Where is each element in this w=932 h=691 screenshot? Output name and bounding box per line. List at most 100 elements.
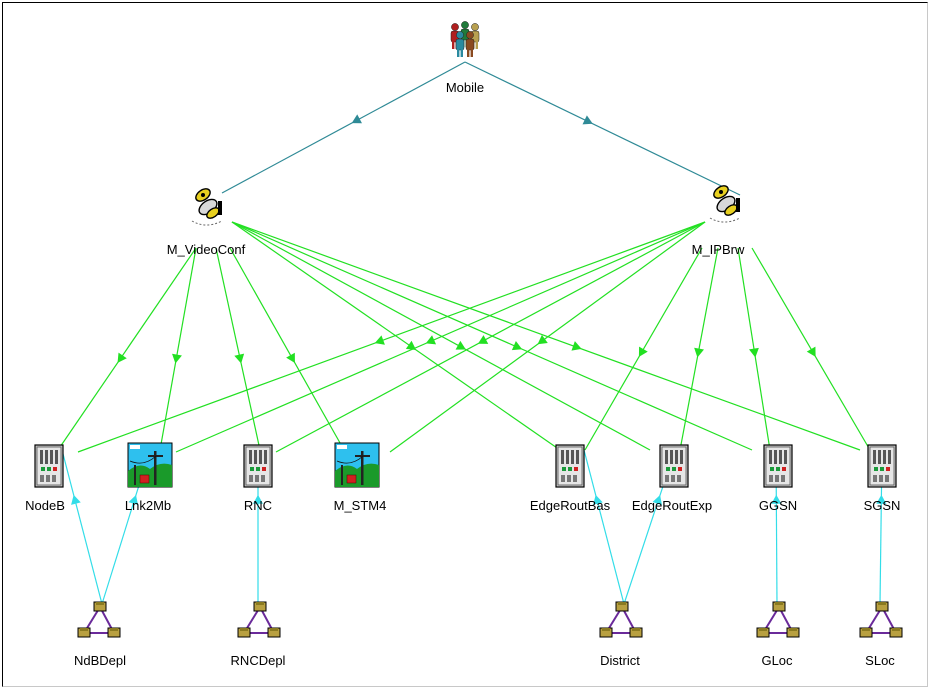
node-dist[interactable]: District bbox=[599, 601, 643, 668]
node-vc[interactable]: M_VideoConf bbox=[167, 186, 246, 257]
edge-line bbox=[751, 247, 871, 451]
edge-dist-erb bbox=[583, 449, 625, 605]
network-triangle-icon bbox=[237, 601, 281, 638]
network-triangle-icon bbox=[756, 601, 800, 638]
edge-line bbox=[275, 221, 706, 453]
edge-line bbox=[231, 221, 561, 451]
edge-line bbox=[231, 221, 861, 451]
edge-arrowhead bbox=[117, 352, 127, 363]
edge-ip-lnk bbox=[175, 221, 706, 453]
edge-arrowhead bbox=[477, 335, 489, 344]
node-stm[interactable]: M_STM4 bbox=[334, 442, 387, 513]
edge-arrowhead bbox=[405, 340, 417, 350]
edge-arrowhead bbox=[511, 341, 523, 351]
edge-ip-erb bbox=[584, 247, 703, 451]
node-label: SLoc bbox=[865, 653, 895, 668]
edge-arrowhead bbox=[748, 347, 759, 358]
edge-arrowhead bbox=[876, 494, 887, 504]
edge-arrowhead bbox=[286, 352, 295, 364]
node-rncd[interactable]: RNCDepl bbox=[231, 601, 286, 668]
edge-arrowhead bbox=[351, 114, 362, 124]
edge-arrowhead bbox=[537, 334, 548, 345]
node-mobile[interactable]: Mobile bbox=[446, 21, 484, 95]
edge-ip-ggsn bbox=[737, 247, 771, 451]
edge-arrowhead bbox=[71, 494, 81, 505]
server-rack-icon bbox=[34, 444, 64, 488]
node-gloc[interactable]: GLoc bbox=[756, 601, 800, 668]
server-rack-icon bbox=[867, 444, 897, 488]
node-label: RNC bbox=[244, 498, 272, 513]
node-label: Lnk2Mb bbox=[125, 498, 171, 513]
edge-line bbox=[215, 247, 261, 451]
users-icon bbox=[450, 21, 480, 57]
edge-arrowhead bbox=[374, 335, 385, 345]
node-label: EdgeRoutExp bbox=[632, 498, 712, 513]
node-label: M_STM4 bbox=[334, 498, 387, 513]
server-rack-icon bbox=[763, 444, 793, 488]
node-lnk[interactable]: Lnk2Mb bbox=[125, 442, 173, 513]
edge-line bbox=[583, 449, 625, 605]
edge-ip-rnc bbox=[275, 221, 706, 453]
node-label: NodeB bbox=[25, 498, 65, 513]
edge-arrowhead bbox=[694, 347, 704, 358]
node-label: Mobile bbox=[446, 80, 484, 95]
server-rack-icon bbox=[659, 444, 689, 488]
node-label: District bbox=[600, 653, 640, 668]
edge-arrowhead bbox=[571, 341, 582, 351]
edge-vc-stm bbox=[229, 247, 345, 451]
edge-line bbox=[77, 221, 706, 453]
edge-line bbox=[159, 247, 197, 451]
edge-vc-rnc bbox=[215, 247, 261, 451]
edge-arrowhead bbox=[455, 340, 466, 350]
node-ndb[interactable]: NdBDepl bbox=[74, 601, 126, 668]
edge-arrowhead bbox=[172, 353, 182, 364]
edge-arrowhead bbox=[652, 495, 663, 506]
edge-ip-ere bbox=[679, 247, 719, 451]
node-label: GLoc bbox=[761, 653, 793, 668]
edge-line bbox=[57, 247, 197, 451]
node-label: EdgeRoutBas bbox=[530, 498, 611, 513]
power-line-icon bbox=[127, 442, 173, 488]
node-ere[interactable]: EdgeRoutExp bbox=[632, 444, 712, 513]
node-ggsn[interactable]: GGSN bbox=[759, 444, 797, 513]
edge-line bbox=[584, 247, 703, 451]
edge-arrowhead bbox=[806, 346, 816, 357]
network-triangle-icon bbox=[859, 601, 903, 638]
edge-arrowhead bbox=[582, 115, 593, 125]
edge-vc-ere bbox=[231, 221, 651, 451]
node-sgsn[interactable]: SGSN bbox=[864, 444, 901, 513]
satellite-dish-icon bbox=[191, 188, 223, 226]
node-erb[interactable]: EdgeRoutBas bbox=[530, 444, 611, 513]
network-triangle-icon bbox=[77, 601, 121, 638]
edge-arrowhead bbox=[234, 353, 245, 364]
edge-ip-nodeb bbox=[77, 221, 706, 453]
edge-vc-nodeb bbox=[57, 247, 197, 451]
node-rnc[interactable]: RNC bbox=[243, 444, 273, 513]
node-label: RNCDepl bbox=[231, 653, 286, 668]
node-label: GGSN bbox=[759, 498, 797, 513]
edge-mobile-ip bbox=[464, 61, 741, 196]
edge-line bbox=[61, 449, 103, 605]
edge-arrowhead bbox=[771, 494, 782, 504]
node-sloc[interactable]: SLoc bbox=[859, 601, 903, 668]
edge-arrowhead bbox=[128, 494, 139, 506]
power-line-icon bbox=[334, 442, 380, 488]
node-label: M_VideoConf bbox=[167, 242, 246, 257]
server-rack-icon bbox=[555, 444, 585, 488]
server-rack-icon bbox=[243, 444, 273, 488]
node-label: SGSN bbox=[864, 498, 901, 513]
satellite-dish-icon bbox=[709, 185, 741, 223]
edge-vc-lnk bbox=[159, 247, 197, 451]
node-nodeb[interactable]: NodeB bbox=[25, 444, 65, 513]
edge-layer bbox=[57, 61, 887, 605]
edge-arrowhead bbox=[593, 494, 603, 505]
edge-arrowhead bbox=[638, 346, 648, 357]
node-ip[interactable]: M_IPBrw bbox=[692, 183, 745, 257]
edge-arrowhead bbox=[425, 335, 437, 345]
node-label: M_IPBrw bbox=[692, 242, 745, 257]
node-label: NdBDepl bbox=[74, 653, 126, 668]
edge-arrowhead bbox=[253, 494, 263, 504]
